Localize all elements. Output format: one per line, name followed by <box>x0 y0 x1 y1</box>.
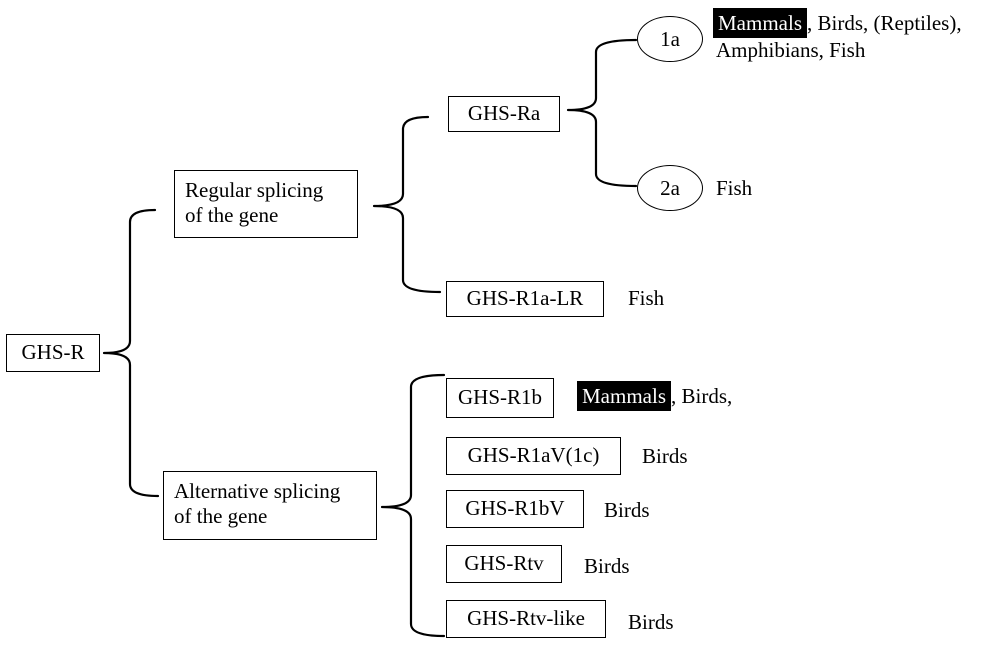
mammals-highlight-r1b: Mammals <box>577 381 671 411</box>
ghsr-root-box: GHS-R <box>6 334 100 372</box>
variant-1a-species-line1: Mammals, Birds, (Reptiles), <box>713 8 962 38</box>
ghs-r1b-species: Mammals, Birds, <box>577 381 733 411</box>
ghs-r1a-lr-label: GHS-R1a-LR <box>466 286 584 311</box>
ghsr-root-label: GHS-R <box>21 340 85 365</box>
variant-1a-label: 1a <box>660 26 680 51</box>
mammals-highlight-1a: Mammals <box>713 8 807 38</box>
ghs-r1b-box: GHS-R1b <box>446 378 554 418</box>
variant-2a-oval: 2a <box>637 165 703 211</box>
ghs-r1a-lr-box: GHS-R1a-LR <box>446 281 604 317</box>
variant-2a-species: Fish <box>716 176 753 200</box>
ghs-rtv-like-box: GHS-Rtv-like <box>446 600 606 638</box>
variant-2a-label: 2a <box>660 175 680 200</box>
ghs-r1av-box: GHS-R1aV(1c) <box>446 437 621 475</box>
ghs-rtv-box: GHS-Rtv <box>446 545 562 583</box>
root-bracket <box>102 208 160 498</box>
alternative-bracket <box>380 373 446 638</box>
ghs-r1bv-label: GHS-R1bV <box>465 496 565 521</box>
alternative-splicing-line2: of the gene <box>174 504 268 529</box>
ghs-r1bv-species: Birds <box>604 498 650 522</box>
ra-bracket <box>566 38 638 188</box>
ghs-ra-box: GHS-Ra <box>448 96 560 132</box>
regular-bracket <box>372 115 442 294</box>
variant-1a-oval: 1a <box>637 16 703 62</box>
regular-splicing-line1: Regular splicing <box>185 178 324 202</box>
alternative-splicing-box: Alternative splicing of the gene <box>163 471 377 540</box>
regular-splicing-box: Regular splicing of the gene <box>174 170 358 238</box>
ghs-r1b-label: GHS-R1b <box>457 385 542 410</box>
alternative-splicing-line1: Alternative splicing <box>174 479 341 503</box>
ghs-ra-label: GHS-Ra <box>467 101 541 126</box>
ghs-rtv-like-species: Birds <box>628 610 674 634</box>
ghs-rtv-like-label: GHS-Rtv-like <box>467 606 585 631</box>
variant-1a-species-line2: Amphibians, Fish <box>716 38 866 62</box>
ghs-r1bv-box: GHS-R1bV <box>446 490 584 528</box>
variant-1a-species-rest: , Birds, (Reptiles), <box>807 11 962 35</box>
ghs-r1a-lr-species: Fish <box>628 286 665 310</box>
ghs-rtv-species: Birds <box>584 554 630 578</box>
ghs-r1av-label: GHS-R1aV(1c) <box>467 443 600 468</box>
ghs-r1b-species-rest: , Birds, <box>671 384 733 408</box>
ghs-r1av-species: Birds <box>642 444 688 468</box>
ghs-rtv-label: GHS-Rtv <box>464 551 544 576</box>
regular-splicing-line2: of the gene <box>185 203 279 228</box>
